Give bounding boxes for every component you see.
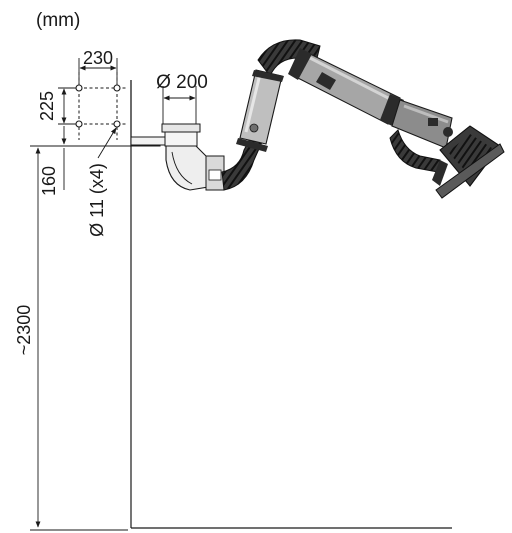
dimension-230: 230	[78, 48, 118, 84]
units-label: (mm)	[36, 10, 80, 31]
arm-tube-lower	[236, 69, 284, 152]
dimension-225: 225	[37, 87, 76, 125]
hole-spec-label: Ø 11 (x4)	[87, 163, 107, 237]
swivel-elbow	[161, 123, 225, 191]
mount-height-label: ~2300	[14, 305, 34, 356]
bolt-hole-icon	[75, 84, 83, 92]
bracket-height-label: 225	[37, 91, 57, 121]
dimension-160: 160	[30, 126, 138, 196]
mounting-bracket	[62, 72, 128, 140]
arm-tube-upper	[288, 48, 404, 126]
bracket-width-label: 230	[83, 48, 113, 68]
bolt-hole-icon	[75, 120, 83, 128]
hole-callout: Ø 11 (x4)	[87, 127, 117, 237]
flex-hose	[221, 39, 441, 191]
dimension-200: Ø 200	[156, 72, 208, 126]
bolt-hole-icon	[113, 84, 121, 92]
capture-hood	[432, 125, 505, 199]
dimension-2300: ~2300	[14, 147, 41, 528]
duct-diameter-label: Ø 200	[156, 72, 208, 93]
bolt-hole-icon	[113, 120, 121, 128]
mount-offset-label: 160	[39, 166, 59, 196]
